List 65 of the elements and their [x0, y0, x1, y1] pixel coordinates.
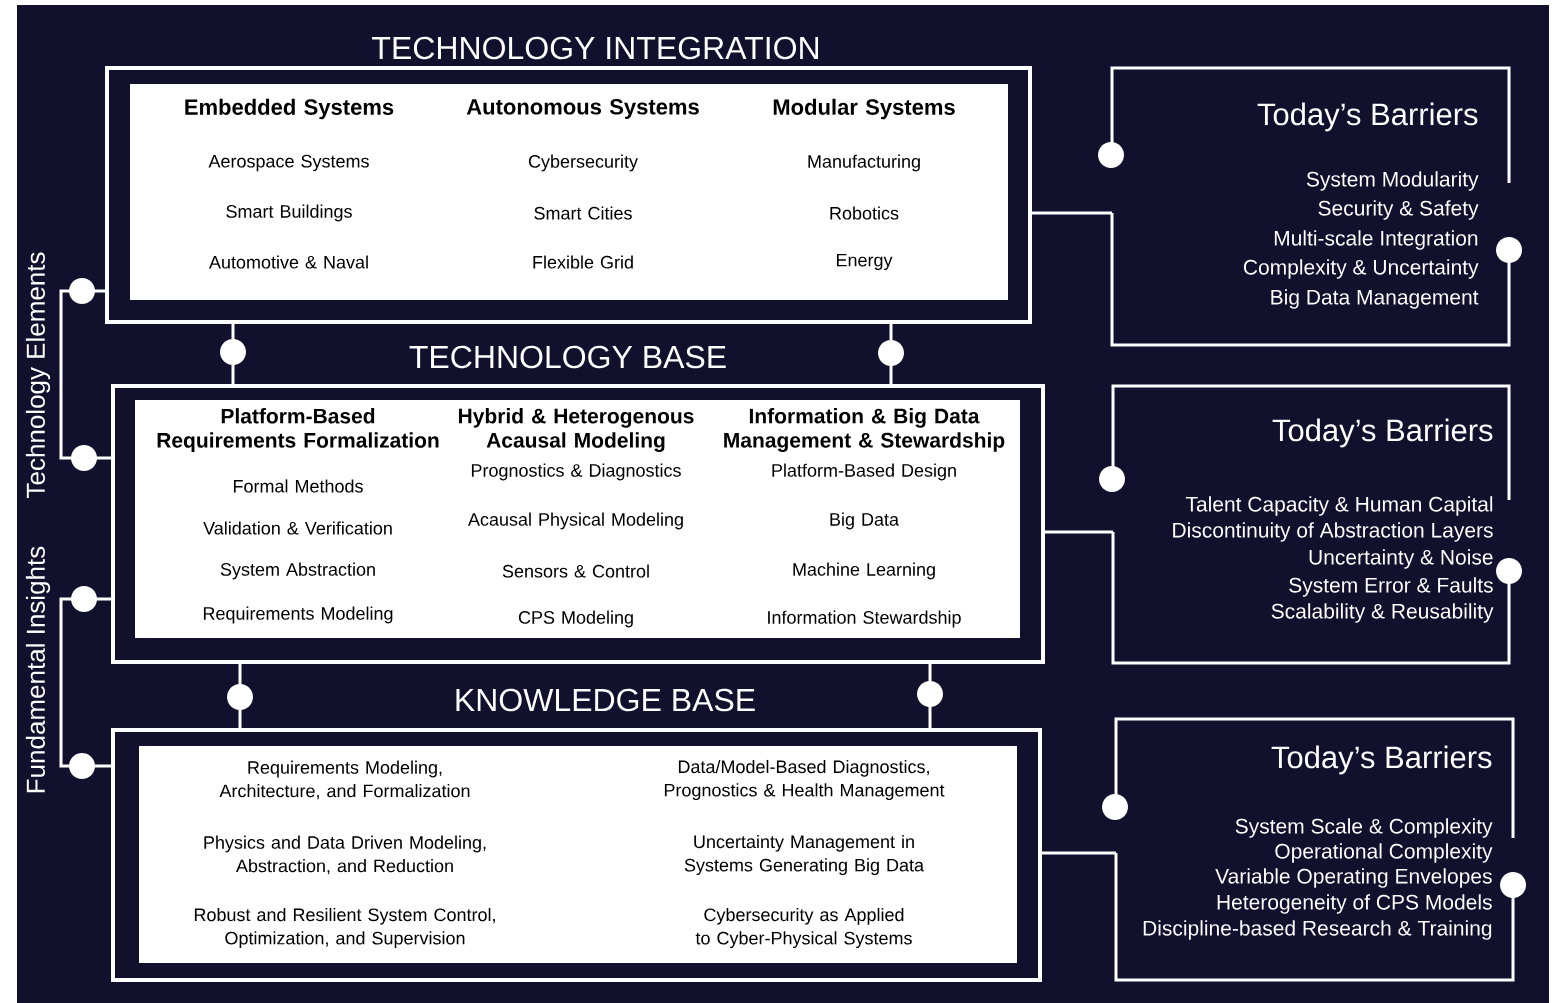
column-heading: Information & Big Data Management & Stewardship — [724, 408, 1005, 452]
column-heading: Platform-Based Requirements Formalization — [157, 408, 439, 452]
connector — [1040, 851, 1116, 855]
barrier-item: Multi-scale Integration — [1274, 230, 1478, 250]
item-text: Requirements Modeling — [203, 606, 393, 624]
connector — [1030, 211, 1112, 215]
barrier-item: System Scale & Complexity — [1235, 818, 1493, 838]
column-heading: Autonomous Systems — [466, 99, 699, 119]
connector — [59, 278, 113, 471]
item-text: Data/Model-Based Diagnostics, Prognostics & Health Management — [664, 759, 945, 801]
item-text: Information Stewardship — [768, 610, 961, 628]
frame-title: KNOWLEDGE BASE — [456, 688, 755, 712]
connector — [227, 662, 253, 730]
barrier-item: Big Data Management — [1271, 289, 1479, 309]
item-text: Big Data — [830, 512, 899, 530]
barrier-item: Security & Safety — [1318, 200, 1479, 220]
frame-title: TECHNOLOGY INTEGRATION — [372, 36, 818, 60]
barrier-item: Discipline-based Research & Training — [1143, 920, 1492, 940]
column-heading: Modular Systems — [773, 98, 955, 120]
item-text: Manufacturing — [808, 154, 920, 172]
barrier-item: Operational Complexity — [1275, 843, 1493, 863]
item-text: Requirements Modeling, Architecture, and Formalization — [219, 760, 470, 800]
item-text: Platform-Based Design — [772, 463, 956, 481]
barrier-item: System Modularity — [1306, 171, 1479, 191]
item-text: Robust and Resilient System Control, Optimization, and Supervision — [194, 907, 495, 949]
connector — [220, 322, 246, 386]
barrier-item: Uncertainty & Noise — [1309, 549, 1493, 569]
box-title: Today’s Barriers — [1272, 418, 1493, 448]
item-text: Sensors & Control — [502, 564, 649, 578]
barrier-item: Variable Operating Envelopes — [1215, 868, 1492, 888]
frame-title: TECHNOLOGY BASE — [409, 345, 726, 369]
item-text: Aerospace Systems — [208, 154, 369, 172]
item-text: Validation & Verification — [203, 521, 392, 535]
item-text: Physics and Data Driven Modeling, Abstraction, and Reduction — [204, 835, 486, 875]
connector — [917, 662, 943, 730]
side-label: Technology Elements — [25, 252, 51, 498]
item-text: Prognostics & Diagnostics — [471, 463, 681, 481]
item-text: Smart Cities — [534, 206, 632, 220]
side-label: Fundamental Insights — [25, 546, 51, 793]
item-text: System Abstraction — [220, 562, 375, 580]
barrier-item: System Error & Faults — [1289, 577, 1493, 597]
item-text: Cybersecurity — [528, 154, 638, 172]
barrier-item: Complexity & Uncertainty — [1243, 259, 1479, 279]
box-title: Today’s Barriers — [1271, 745, 1492, 775]
connector — [878, 322, 904, 386]
barrier-item: Scalability & Reusability — [1271, 603, 1494, 623]
item-text: Machine Learning — [793, 562, 935, 580]
item-text: Automotive & Naval — [209, 255, 368, 269]
item-text: Smart Buildings — [226, 204, 352, 222]
column-heading: Embedded Systems — [185, 98, 394, 120]
connector — [59, 586, 113, 779]
barrier-item: Discontinuity of Abstraction Layers — [1173, 522, 1493, 542]
item-text: Flexible Grid — [533, 255, 633, 269]
item-text: Energy — [836, 253, 893, 271]
item-text: CPS Modeling — [518, 610, 633, 628]
barrier-item: Talent Capacity & Human Capital — [1185, 496, 1493, 516]
item-text: Formal Methods — [233, 479, 363, 493]
box-title: Today’s Barriers — [1257, 102, 1478, 132]
item-text: Acausal Physical Modeling — [468, 512, 683, 530]
barrier-item: Heterogeneity of CPS Models — [1217, 894, 1492, 914]
item-text: Cybersecurity as Applied to Cyber-Physical Systems — [695, 907, 912, 949]
item-text: Robotics — [830, 206, 899, 220]
column-heading: Hybrid & Heterogenous Acausal Modeling — [459, 408, 694, 452]
connector — [1043, 530, 1113, 534]
item-text: Uncertainty Management in Systems Generating Big Data — [684, 834, 924, 876]
